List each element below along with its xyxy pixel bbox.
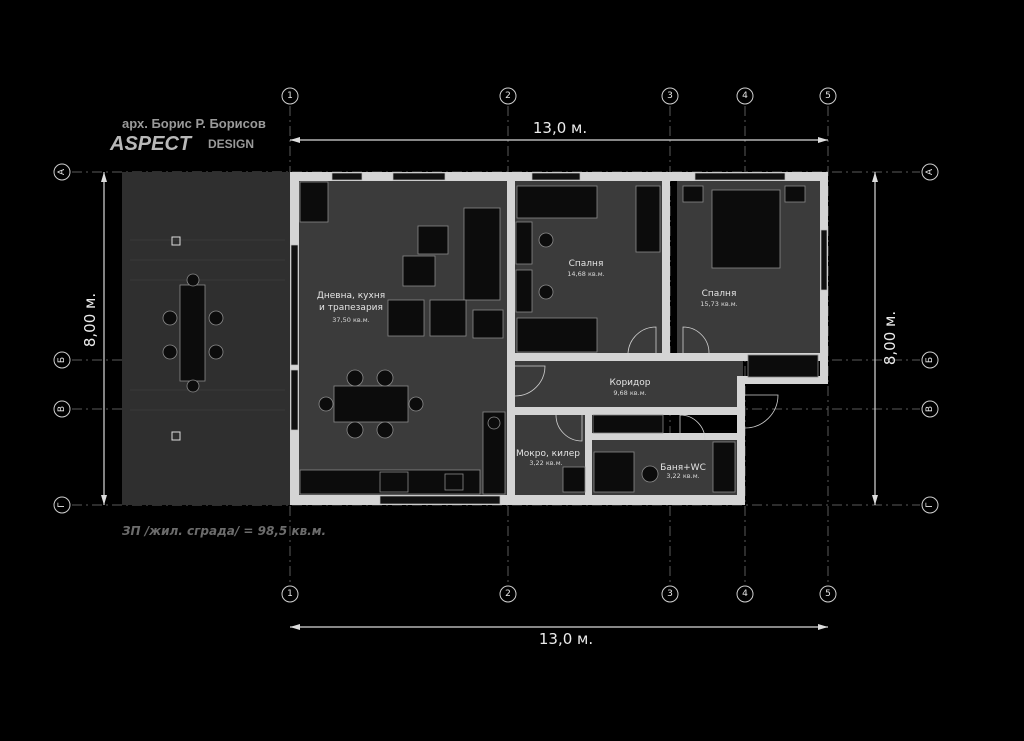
svg-text:4: 4 (742, 589, 748, 599)
axis-markers-rows-right: А Б В Г (921, 163, 939, 514)
room-area: 9,68 кв.м. (613, 389, 646, 397)
svg-text:5: 5 (825, 91, 831, 101)
svg-text:DESIGN: DESIGN (208, 137, 254, 151)
total-area: ЗП /жил. сграда/ = 98,5 кв.м. (122, 524, 326, 538)
room-label-utility: Мокро, килер 3,22 кв.м. (516, 449, 580, 467)
axis-markers-rows-left: А Б В Г (53, 163, 71, 514)
svg-text:8,00 м.: 8,00 м. (81, 293, 99, 347)
room-area: 37,50 кв.м. (332, 316, 369, 324)
svg-text:1: 1 (287, 589, 293, 599)
svg-text:А: А (57, 168, 67, 175)
room-area: 15,73 кв.м. (700, 300, 737, 308)
room-area: 3,22 кв.м. (529, 459, 562, 467)
terrace-dining-set (162, 273, 224, 393)
svg-text:Г: Г (925, 502, 935, 508)
room-name: Баня+WC (660, 463, 706, 473)
pergola-grid (130, 239, 285, 411)
svg-text:Б: Б (925, 357, 935, 363)
bedroom-furniture (515, 185, 819, 493)
living-furniture (299, 181, 506, 495)
svg-text:В: В (57, 406, 67, 412)
room-name: Коридор (610, 378, 651, 388)
dimension-right: 8,00 м. (872, 172, 899, 505)
room-label-bathroom: Баня+WC 3,22 кв.м. (660, 463, 706, 480)
svg-text:8,00 м.: 8,00 м. (881, 311, 899, 365)
room-name: Дневна, кухня (317, 291, 385, 301)
room-name: Спалня (702, 289, 737, 299)
room-area: 14,68 кв.м. (567, 270, 604, 278)
svg-text:1: 1 (287, 91, 293, 101)
dimension-top: 13,0 м. (290, 119, 828, 143)
dimension-left: 8,00 м. (81, 172, 107, 505)
svg-text:А: А (925, 168, 935, 175)
svg-text:3: 3 (667, 589, 673, 599)
logo: арх. Борис Р. Борисов ASPECT DESIGN (109, 116, 266, 155)
doors (514, 326, 779, 442)
axis-markers-columns-bottom: 1 2 3 4 5 (281, 585, 837, 603)
svg-text:13,0 м.: 13,0 м. (533, 119, 587, 137)
svg-text:2: 2 (505, 589, 511, 599)
axis-markers-columns-top: 1 2 3 4 5 (281, 87, 837, 105)
room-label-bedroom-2: Спалня 15,73 кв.м. (700, 289, 737, 308)
room-area: 3,22 кв.м. (666, 472, 699, 480)
column (171, 236, 181, 246)
svg-text:3: 3 (667, 91, 673, 101)
room-label-living: Дневна, кухня и трапезария 37,50 кв.м. (317, 291, 385, 324)
dimension-bottom: 13,0 м. (290, 624, 828, 648)
svg-text:В: В (925, 406, 935, 412)
svg-text:арх. Борис Р. Борисов: арх. Борис Р. Борисов (122, 116, 266, 131)
room-name: и трапезария (319, 303, 383, 313)
svg-text:ASPECT: ASPECT (109, 133, 193, 155)
room-label-bedroom-1: Спалня 14,68 кв.м. (567, 259, 604, 278)
windows (290, 172, 828, 505)
svg-text:4: 4 (742, 91, 748, 101)
svg-text:5: 5 (825, 589, 831, 599)
svg-text:Б: Б (57, 357, 67, 363)
room-name: Спалня (569, 259, 604, 269)
svg-text:2: 2 (505, 91, 511, 101)
room-label-corridor: Коридор 9,68 кв.м. (610, 378, 651, 397)
svg-text:Г: Г (57, 502, 67, 508)
column (171, 431, 181, 441)
room-name: Мокро, килер (516, 449, 580, 459)
svg-text:13,0 м.: 13,0 м. (539, 630, 593, 648)
terrace (122, 172, 290, 505)
